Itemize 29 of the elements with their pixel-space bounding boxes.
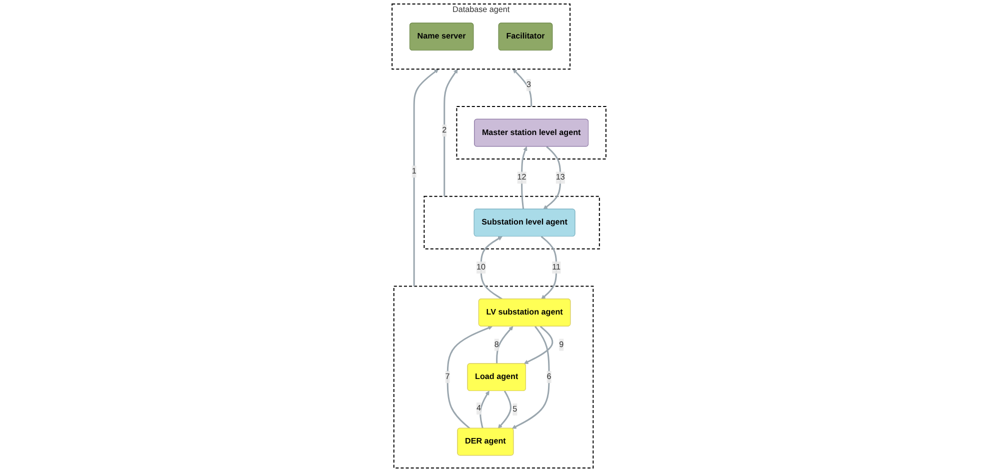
arrow xyxy=(496,326,514,364)
edge-label: 9 xyxy=(559,340,564,349)
arrow xyxy=(543,146,562,210)
edge-label: 12 xyxy=(517,173,526,182)
edge-label: 13 xyxy=(556,173,565,182)
arrow xyxy=(413,68,439,286)
arrow xyxy=(524,326,554,364)
cluster xyxy=(456,106,606,160)
edge-label: 2 xyxy=(442,126,447,135)
edge-label: 5 xyxy=(512,404,518,414)
arrow xyxy=(512,326,550,429)
cluster xyxy=(424,196,600,250)
edge-label: 1 xyxy=(412,167,416,176)
arrow xyxy=(498,390,512,429)
edge-label: 11 xyxy=(552,263,561,272)
arrow xyxy=(540,236,558,300)
edge-label: 3 xyxy=(526,80,531,90)
arrow xyxy=(521,146,528,210)
edge-label: 7 xyxy=(445,372,450,382)
arrow xyxy=(446,326,492,429)
edge-label: 6 xyxy=(546,372,552,382)
arrow xyxy=(480,236,503,300)
edge-label: 4 xyxy=(476,404,481,413)
edge-label: 10 xyxy=(476,263,486,272)
arrow xyxy=(444,68,458,196)
arrow xyxy=(512,68,532,107)
edge-label: 8 xyxy=(494,340,499,349)
arrow xyxy=(480,390,490,428)
cluster xyxy=(393,286,594,468)
